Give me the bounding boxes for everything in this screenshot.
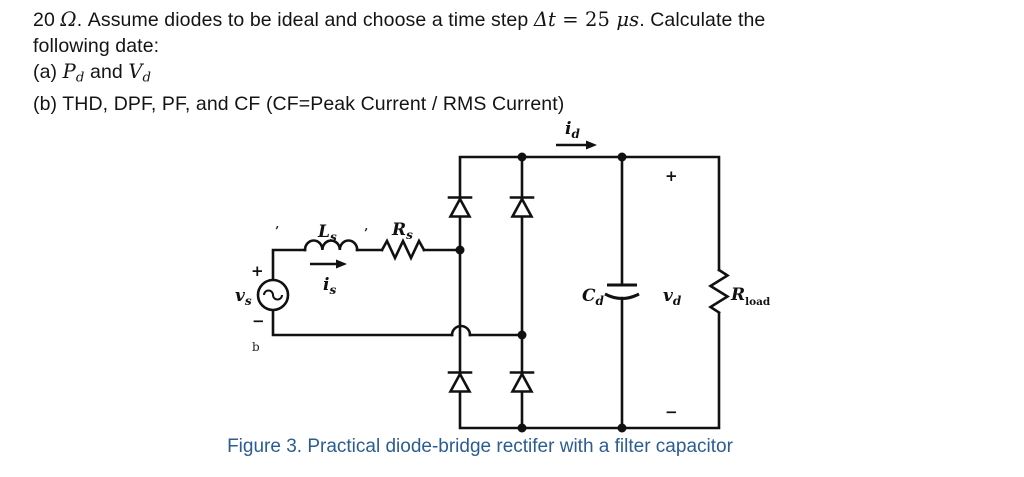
problem-item-a: (a) Pd and Vd — [33, 60, 152, 86]
is-current-arrow — [310, 259, 347, 269]
capacitor-cd — [604, 283, 640, 300]
diode-top-right — [509, 196, 535, 218]
rload-label: Rload — [730, 285, 771, 308]
circuit-wires — [271, 155, 721, 430]
diode-top-left — [447, 196, 473, 218]
resistor-rload — [708, 268, 730, 315]
stray-tick-right: ’ — [364, 226, 368, 240]
id-label: id — [565, 119, 580, 141]
ls-label: Ls — [317, 222, 337, 244]
inductor-ls — [303, 239, 359, 252]
figure-caption: Figure 3. Practical diode-bridge rectife… — [227, 436, 733, 457]
delta-t-symbol: Δt — [533, 8, 556, 31]
diode-bottom-left — [447, 371, 473, 393]
omega-symbol: Ω — [60, 8, 77, 31]
vs-label: vs — [235, 286, 252, 308]
output-plus-sign: + — [665, 167, 678, 185]
sine-icon — [263, 289, 283, 301]
resistance-value: 20 — [33, 9, 61, 31]
source-minus-sign: − — [252, 312, 265, 330]
id-current-arrow — [556, 140, 597, 150]
microseconds-symbol: μs — [616, 8, 640, 31]
junction-dots — [455, 152, 627, 433]
source-plus-sign: + — [251, 262, 264, 280]
vd-label: vd — [663, 286, 682, 308]
stray-tick-left: ’ — [275, 224, 279, 238]
resistor-rs — [380, 237, 426, 262]
circuit-labels: vs + − b ’ ’ Ls Rs is id Cd vd Rload + − — [235, 119, 771, 421]
problem-line-2: following date: — [33, 35, 160, 57]
output-minus-sign: − — [665, 403, 678, 421]
pd-symbol: P — [62, 60, 76, 83]
problem-item-b: (b) THD, DPF, PF, and CF (CF=Peak Curren… — [33, 93, 565, 116]
is-label: is — [323, 275, 336, 297]
problem-line-1: 20 Ω. Assume diodes to be ideal and choo… — [33, 8, 766, 31]
rs-label: Rs — [391, 220, 413, 242]
wire-hop — [450, 324, 472, 337]
cd-label: Cd — [582, 286, 605, 308]
diode-bottom-right — [509, 371, 535, 393]
problem-text: 20 Ω. Assume diodes to be ideal and choo… — [33, 7, 993, 117]
b-node-mark: b — [252, 340, 260, 354]
ac-source — [256, 278, 290, 312]
vd-symbol: V — [128, 60, 143, 83]
